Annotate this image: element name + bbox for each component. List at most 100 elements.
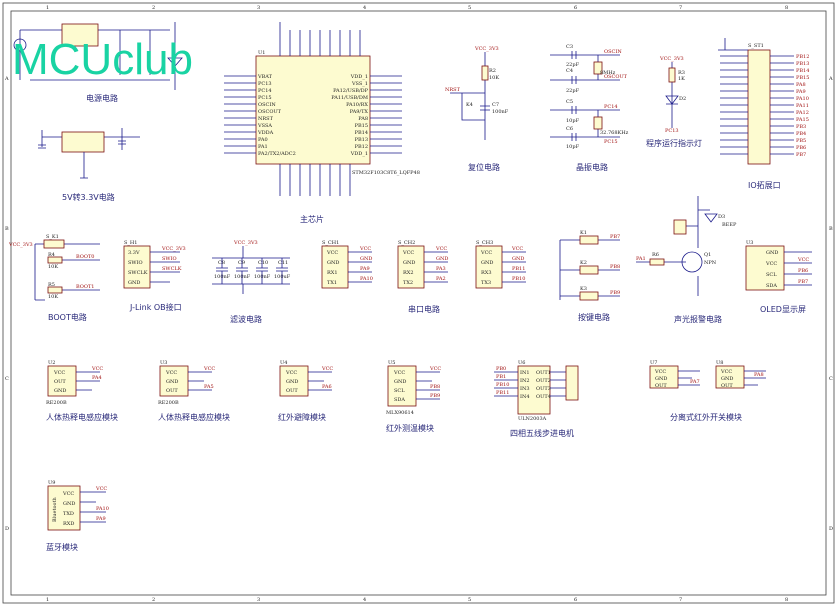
jlink-ref: S_H1: [124, 240, 137, 246]
io-ref: S_ST1: [748, 43, 764, 49]
oled-ref: U3: [746, 240, 753, 246]
zone-right-b: B: [829, 226, 833, 232]
pir1-ref: U2: [48, 360, 55, 366]
pir2-p1: VCC: [165, 370, 177, 376]
ir-temp-part: MLX90614: [386, 410, 414, 416]
zone-labels-side: A B C D A B C D: [4, 76, 833, 532]
boot-vcc: VCC_3V3: [8, 242, 33, 248]
stepper-caption: 四相五线步进电机: [510, 428, 574, 438]
mcu-left-pin: PC14: [258, 88, 272, 94]
uart3-connector: [475, 245, 503, 289]
pir1-box: [47, 365, 77, 397]
uart2-p1: VCC: [402, 250, 414, 256]
power-caption: 电源电路: [86, 93, 118, 103]
mcu-part: STM32F103C8T6_LQFP48: [352, 170, 420, 176]
io-net-label: PB15: [796, 75, 809, 81]
uart1-p1: VCC: [326, 250, 338, 256]
ir-switch-b-p2: GND: [721, 376, 733, 382]
serial-caption: 串口电路: [408, 304, 440, 314]
filter-c3: C10: [258, 260, 268, 266]
led-circuit: VCC_3V3 R3 1K D2 PC13 程序运行指示灯: [646, 56, 702, 148]
crystal-caption: 晶振电路: [576, 162, 608, 172]
ir-temp-ref: U5: [388, 360, 395, 366]
bt-n3: PA9: [96, 516, 106, 522]
mcu-right-pin: VSS_1: [351, 81, 368, 87]
io-net-label: PB14: [796, 68, 809, 74]
filter-c2: C9: [238, 260, 245, 266]
ir-avoid-p1: VCC: [285, 370, 297, 376]
uart3-n1: VCC: [511, 246, 523, 252]
uart2-n3: PA3: [436, 266, 446, 272]
mcu-left-pin: OSCOUT: [258, 109, 282, 115]
uart2-p2: GND: [403, 260, 415, 266]
ir-temp-p4: SDA: [394, 397, 405, 403]
buzzer-r: R6: [652, 252, 659, 258]
mcu-left-pin: PA0: [258, 137, 268, 143]
stepper-in2: IN2: [520, 378, 530, 384]
reset-caption: 复位电路: [468, 162, 500, 172]
ir-switch-b-ref: U8: [716, 360, 723, 366]
ir-avoid-caption: 红外避障模块: [278, 412, 326, 422]
zone-bot-6: 6: [574, 597, 577, 603]
key-k2-net: PB8: [610, 264, 620, 270]
stepper-module: U6 IN1 IN2 IN3 IN4 OUT1 OUT2 OUT3 OUT4 P…: [494, 360, 579, 438]
uart1-connector: [321, 245, 349, 289]
reset-cv: 100nF: [492, 109, 509, 115]
jlink-caption: J-Link OB接口: [129, 302, 182, 312]
uart1-p3: RX1: [327, 270, 338, 276]
io-net-label: PB3: [796, 124, 806, 130]
stepper-n4: PB11: [496, 390, 509, 396]
crystal-c3: C5: [566, 99, 573, 105]
ir-temp-caption: 红外测温模块: [386, 423, 434, 433]
stepper-out2: OUT2: [536, 378, 551, 384]
zone-right-d: D: [829, 526, 833, 532]
oled-p2: VCC: [765, 261, 777, 267]
mcu-right-pin: PB15: [355, 123, 368, 129]
crystal-n4: PC15: [604, 139, 618, 145]
mcu-left-pin: VBAT: [257, 74, 273, 80]
zone-labels-bottom: 1 2 3 4 5 6 7 8: [46, 597, 788, 603]
mcu-right-pin: PB12: [355, 144, 368, 150]
zone-top-1: 1: [46, 5, 49, 11]
mcu-block: U1 STM32F103C8T6_LQFP48 VBATPC13PC14PC15…: [224, 22, 420, 224]
uart1-n2: GND: [360, 256, 372, 262]
jlink-net1: VCC_3V3: [161, 246, 186, 252]
reset-resistor: [481, 65, 489, 81]
zone-left-c: C: [5, 376, 9, 382]
pir2-ref: U3: [160, 360, 167, 366]
bt-p1: VCC: [62, 491, 74, 497]
uart3-p3: RX3: [481, 270, 492, 276]
jlink-connector: [123, 245, 151, 289]
pir1-n2: PA4: [92, 375, 102, 381]
key-k3-net: PB9: [610, 290, 620, 296]
boot-r2-val: 10K: [48, 294, 58, 300]
uart3-p2: GND: [481, 260, 493, 266]
stepper-part: ULN2003A: [518, 416, 547, 422]
ir-switch-a-p1: VCC: [654, 369, 666, 375]
zone-bot-5: 5: [468, 597, 471, 603]
zone-top-2: 2: [152, 5, 155, 11]
key-k2-ref: K2: [580, 260, 587, 266]
io-pin-labels: PB12PB13PB14PB15PA8PA9PA10PA11PA12PA15PB…: [720, 54, 809, 158]
boot-n1: BOOT0: [76, 254, 94, 260]
boot-r1-ref: R4: [48, 252, 55, 258]
zone-bot-8: 8: [785, 597, 788, 603]
mcu-right-pin: VDD_1: [350, 151, 368, 157]
uart2-block: S_CH2 VCC GND RX2 TX2 VCC GND PA3 PA2 串口…: [397, 240, 448, 314]
io-net-label: PA10: [796, 96, 809, 102]
bt-n2: PA10: [96, 506, 109, 512]
uart1-n3: PA9: [360, 266, 370, 272]
filter-v1: 100nF: [214, 274, 231, 280]
uart1-n1: VCC: [359, 246, 371, 252]
pir1-caption: 人体热释电感应模块: [46, 412, 118, 422]
buzzer-transistor: [681, 251, 703, 273]
pir1-p2: OUT: [54, 379, 66, 385]
jlink-net3: SWCLK: [162, 266, 182, 272]
crystal-cv1: 22pF: [566, 62, 580, 68]
mcu-right-pin: PB14: [355, 130, 368, 136]
uart1-p4: TX1: [327, 280, 337, 286]
uart3-n4: PB10: [512, 276, 525, 282]
filter-v2: 100nF: [234, 274, 251, 280]
filter-c4: C11: [278, 260, 288, 266]
